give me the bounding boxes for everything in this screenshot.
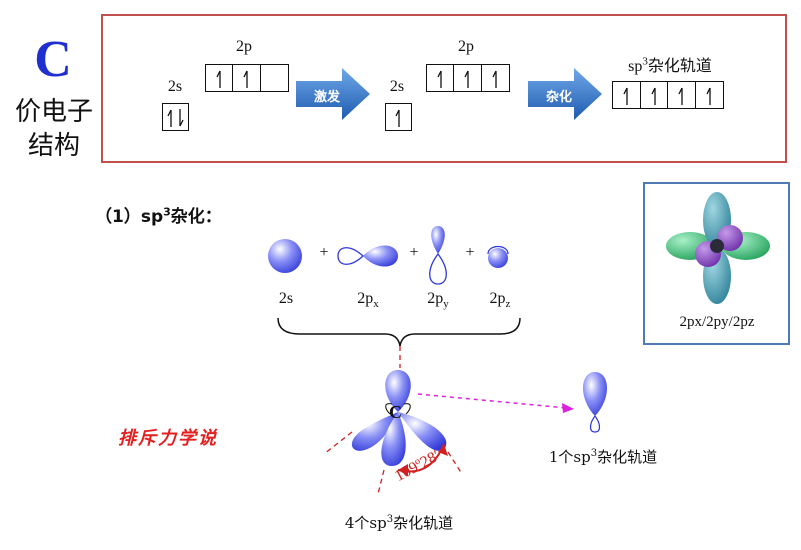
section-heading-suffix: 杂化： bbox=[170, 207, 222, 227]
excited-2s-cell bbox=[386, 104, 411, 130]
four-orbitals-caption: 4个sp3杂化轨道 bbox=[324, 512, 474, 533]
four-orbitals-caption-sup: 3 bbox=[386, 514, 394, 525]
orbital-label-2py-main: 2p bbox=[427, 290, 444, 307]
hybrid-cell-3 bbox=[668, 82, 696, 108]
excited-2p-cell-3 bbox=[482, 65, 509, 91]
ground-2s-box bbox=[162, 103, 189, 131]
section-heading: （1）sp3杂化： bbox=[95, 202, 222, 227]
spin-up-arrow-icon bbox=[492, 70, 497, 88]
hybridize-arrow-icon bbox=[528, 68, 602, 120]
spin-down-arrow-icon bbox=[179, 109, 184, 127]
hybrid-label-prefix: sp bbox=[628, 58, 643, 75]
orbital-label-2px: 2px bbox=[338, 290, 398, 310]
orbital-label-2px-sub: x bbox=[373, 298, 379, 311]
p-orbitals-3d-image bbox=[666, 192, 770, 304]
repulsion-theory-label: 排斥力学说 bbox=[118, 428, 218, 449]
center-atom-label: C bbox=[389, 402, 402, 422]
excited-2p-cell-1 bbox=[427, 65, 455, 91]
hybridize-label: 杂化 bbox=[545, 90, 572, 105]
spin-up-arrow-icon bbox=[437, 70, 442, 88]
spin-up-arrow-icon bbox=[464, 70, 469, 88]
pz-orbital-lobes bbox=[487, 245, 509, 268]
orbital-label-2px-main: 2p bbox=[357, 290, 374, 307]
axis-dash-bottom bbox=[377, 469, 385, 495]
orbital-label-2pz: 2pz bbox=[470, 290, 530, 310]
excited-2s-label: 2s bbox=[389, 78, 405, 95]
orbital-label-2py-sub: y bbox=[443, 298, 449, 311]
ground-2p-cell-2 bbox=[233, 65, 261, 91]
spin-up-arrow-icon bbox=[395, 109, 400, 127]
p-orbitals-panel bbox=[643, 182, 790, 345]
electron-config-box bbox=[101, 14, 787, 163]
hybrid-box bbox=[612, 81, 724, 109]
ground-2s-label: 2s bbox=[167, 78, 183, 95]
angle-arrowhead-icon bbox=[438, 444, 448, 456]
hybrid-cell-4 bbox=[696, 82, 723, 108]
excited-2p-label: 2p bbox=[458, 38, 474, 55]
ground-2p-box bbox=[205, 64, 289, 92]
excited-2p-box bbox=[426, 64, 510, 92]
ground-2p-cell-1 bbox=[206, 65, 234, 91]
single-orbital-caption-suffix: 杂化轨道 bbox=[597, 448, 658, 466]
orbital-label-2s: 2s bbox=[278, 290, 294, 307]
py-orbital-lobes bbox=[429, 226, 447, 285]
single-orbital-caption: 1个sp3杂化轨道 bbox=[528, 446, 678, 467]
spin-up-arrow-icon bbox=[678, 87, 683, 105]
spin-up-arrow-icon bbox=[167, 109, 172, 127]
excite-arrow-icon bbox=[296, 68, 370, 120]
angle-arrowhead-icon bbox=[398, 464, 408, 476]
spin-up-arrow-icon bbox=[623, 87, 628, 105]
plus-sign-2: + bbox=[409, 244, 419, 261]
hybrid-cell-1 bbox=[613, 82, 641, 108]
orbital-label-2pz-main: 2p bbox=[489, 290, 506, 307]
spin-up-arrow-icon bbox=[650, 87, 656, 105]
four-orbitals-caption-prefix: 4个sp bbox=[344, 514, 387, 532]
axis-dash-left bbox=[323, 431, 353, 455]
excited-2p-cell-2 bbox=[454, 65, 482, 91]
ground-2p-label: 2p bbox=[236, 38, 252, 55]
section-heading-sup: 3 bbox=[163, 205, 171, 219]
p-orbitals-caption: 2px/2py/2pz bbox=[679, 314, 755, 330]
spin-up-arrow-icon bbox=[243, 70, 248, 88]
ground-2s-cell bbox=[163, 104, 188, 130]
single-orbital-caption-prefix: 1个sp bbox=[548, 448, 591, 466]
axis-dash-right bbox=[447, 451, 463, 475]
combine-brace bbox=[277, 317, 521, 347]
magenta-arrowhead-icon bbox=[562, 403, 574, 413]
spin-up-arrow-icon bbox=[705, 87, 711, 105]
plus-sign-1: + bbox=[319, 244, 329, 261]
caption-line1: 价电子 bbox=[14, 97, 93, 127]
spin-up-arrow-icon bbox=[216, 70, 221, 88]
magenta-dashed-arrow bbox=[417, 393, 567, 409]
hybrid-label-suffix: 杂化轨道 bbox=[647, 58, 712, 75]
hybrid-label-sup: 3 bbox=[642, 55, 648, 68]
plus-sign-3: + bbox=[465, 244, 475, 261]
single-orbital-caption-sup: 3 bbox=[590, 448, 598, 459]
single-sp3-orbital bbox=[582, 372, 608, 433]
px-orbital-lobes bbox=[337, 245, 398, 267]
s-orbital-sphere bbox=[268, 239, 302, 273]
caption-line2: 结构 bbox=[27, 131, 80, 161]
four-sp3-orbitals bbox=[351, 370, 447, 466]
element-symbol: C bbox=[34, 31, 72, 88]
orbital-label-2py: 2py bbox=[408, 290, 468, 310]
hybrid-cell-2 bbox=[641, 82, 668, 108]
excite-label: 激发 bbox=[313, 90, 340, 105]
hybrid-label: sp3杂化轨道 bbox=[610, 52, 730, 76]
four-orbitals-caption-suffix: 杂化轨道 bbox=[393, 514, 454, 532]
orbital-label-2pz-sub: z bbox=[505, 298, 511, 311]
excited-2s-box bbox=[385, 103, 412, 131]
section-heading-prefix: （1）sp bbox=[95, 207, 164, 227]
